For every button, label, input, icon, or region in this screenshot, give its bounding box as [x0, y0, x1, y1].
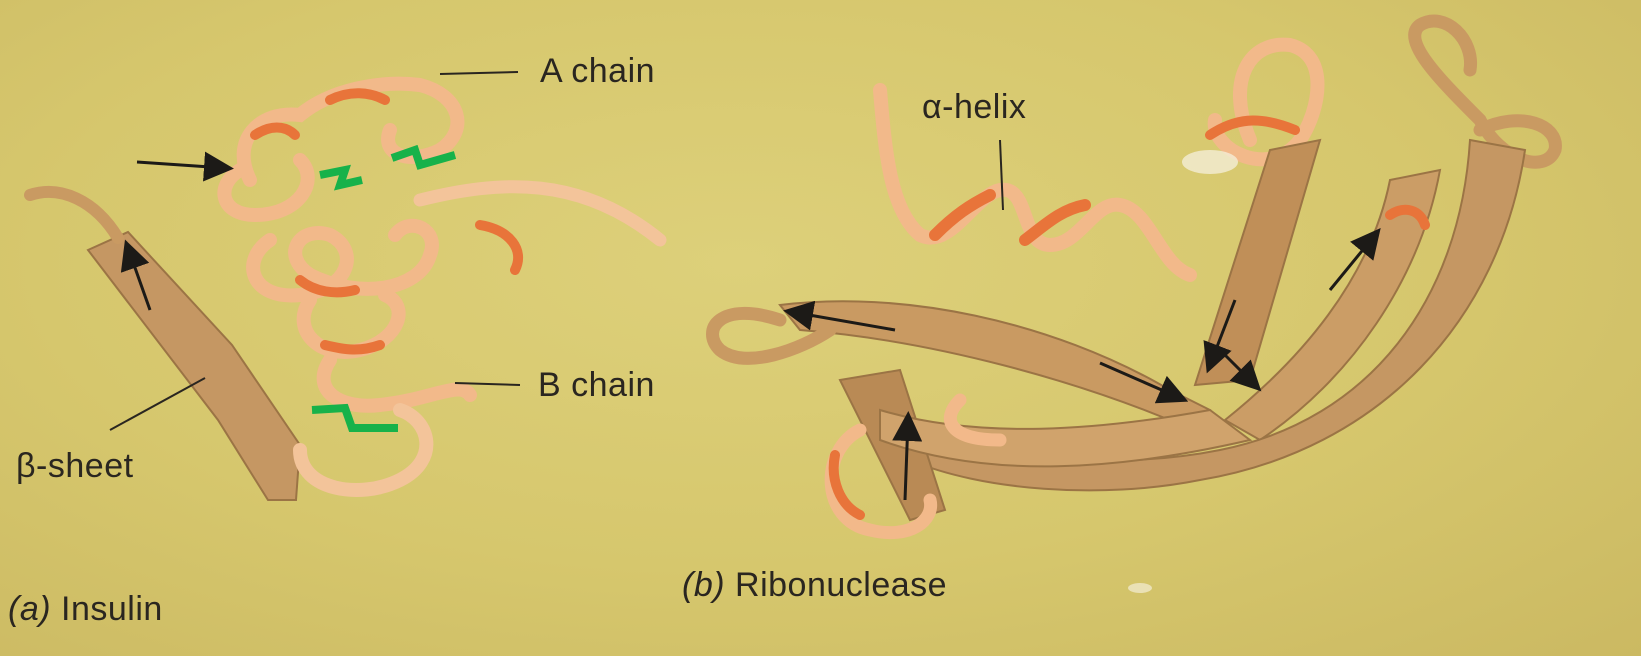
insulin-a-chain-extension: [420, 187, 660, 240]
insulin-pointer-arrow: [137, 162, 225, 168]
caption-ribonuclease-letter: (b): [682, 566, 725, 604]
beta-sheet-leader-line: [110, 378, 205, 430]
ribonuclease-structure: [713, 21, 1556, 593]
caption-insulin-letter: (a): [8, 590, 51, 628]
disulfide-bond-1: [320, 170, 362, 185]
b-chain-label: B chain: [538, 366, 655, 405]
caption-insulin: (a) Insulin: [8, 590, 163, 629]
caption-ribonuclease-name: Ribonuclease: [735, 566, 947, 604]
caption-insulin-name: Insulin: [61, 590, 163, 628]
ribonuclease-corner-loop: [1415, 21, 1556, 162]
a-chain-label: A chain: [540, 52, 655, 91]
glare-spot: [1182, 150, 1238, 174]
insulin-n-terminal-tail: [30, 192, 118, 238]
insulin-structure: [30, 72, 660, 500]
insulin-b-chain-helix: [253, 226, 470, 406]
caption-ribonuclease: (b) Ribonuclease: [682, 566, 947, 605]
ribonuclease-top-loop: [1215, 45, 1318, 160]
beta-sheet-label: β-sheet: [16, 447, 134, 486]
glare-spot: [1128, 583, 1152, 593]
insulin-b-chain-loop: [300, 410, 426, 490]
alpha-helix-label: α-helix: [922, 88, 1026, 127]
alpha-helix-leader-line: [1000, 140, 1003, 210]
a-chain-leader-line: [440, 72, 518, 74]
ribonuclease-alpha-helix-face: [935, 195, 1085, 240]
